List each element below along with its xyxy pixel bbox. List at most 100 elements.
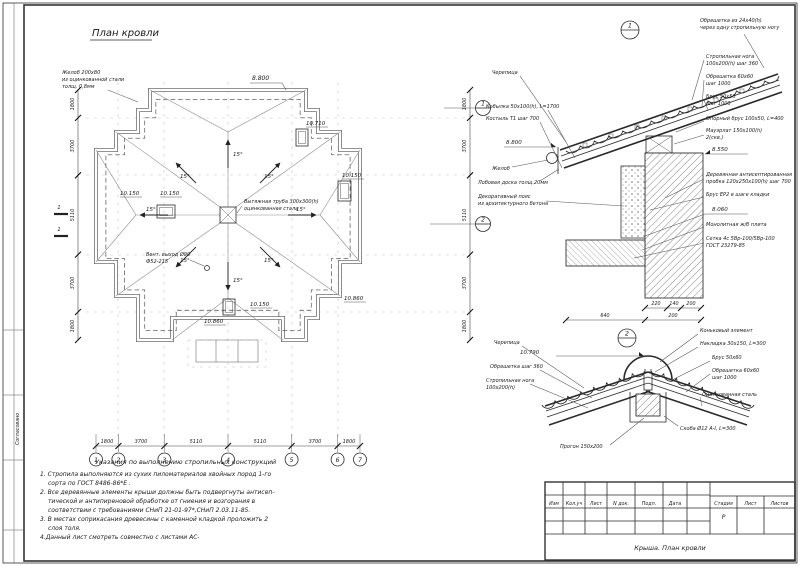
detail-number: 1 <box>628 22 632 30</box>
annotation: Брус ЕР2 в шаге кладки <box>706 192 770 198</box>
axis-number: 1 <box>94 457 98 464</box>
elevation-label: 10.710 <box>306 121 326 127</box>
annotation: шаг 1000 <box>712 375 737 381</box>
plan-title: План кровли <box>92 28 160 39</box>
gutter-section <box>546 152 558 164</box>
annotation: из архитектурного бетона <box>478 201 548 207</box>
annotation: Черепица <box>492 70 518 76</box>
ridge-structure <box>541 355 755 426</box>
annotation: шаг 1000 <box>706 81 731 87</box>
stamp-col: Кол.уч <box>566 501 583 507</box>
ridge-elevation: 10.790 <box>520 350 644 357</box>
left-dim-chain: 1800 3700 5110 3700 1800 <box>70 86 82 344</box>
elevation-label: 10.150 <box>342 173 362 179</box>
annotation: Деревянная антисептированная <box>705 172 792 178</box>
section-number: 1 <box>57 205 61 211</box>
stage-value: Р <box>722 514 726 521</box>
dim-text: 1800 <box>70 320 76 333</box>
roof-hatches <box>156 128 352 316</box>
dim-text: 1800 <box>462 98 468 111</box>
note-line: соответствии с требованиями СНиП 21-01-9… <box>48 507 250 514</box>
roof-plan: План кровли <box>54 28 491 467</box>
dim-text: 3700 <box>70 140 76 153</box>
slope-arrows: 15° 15° 15° 15° 15° 15° 15° 15° <box>139 139 317 291</box>
annotation: Мауэрлат 150х100(h) <box>706 128 762 134</box>
roof-outline <box>94 88 362 342</box>
stage-label: Стадия <box>714 501 733 507</box>
bottom-dim-chain: 1800 3700 5110 5110 3700 1800 1 2 3 4 5 … <box>89 434 367 467</box>
annotation: Лобовая доска толщ.20мм <box>477 180 548 186</box>
dim-text: 220 <box>651 301 660 307</box>
dim-text: 5110 <box>190 439 203 445</box>
dim-text: 5110 <box>254 439 267 445</box>
note-line: 4.Данный лист смотреть совместно с листа… <box>40 534 200 541</box>
gutter-note: Желоб 200х80 из оцинкованной стали толщ.… <box>61 70 139 103</box>
vent-note-line: Вент. выход Ø90 <box>146 251 190 258</box>
detail-ridge: 2 10.790 Черепица Обрешетка шаг 360 Стро… <box>486 328 766 450</box>
axis-number: 5 <box>290 457 294 464</box>
annotation: Сетка 4с 5Вр-100/5Вр-100 <box>706 236 775 242</box>
section-number: 1 <box>57 227 61 233</box>
note-line: 3. В местах соприкасания древесины с кам… <box>40 516 268 523</box>
annotation: Черепица <box>494 340 520 346</box>
ridge-label-bottom: Прогон 150х200 <box>560 417 645 450</box>
shaft-note: Вытяжная труба 300х300(h) оцинкованная с… <box>236 199 319 214</box>
section-marks: 1 1 <box>54 205 68 238</box>
ridge-purlin <box>635 393 661 417</box>
slope-label: 15° <box>264 258 274 264</box>
annotation: Скоба Ø12 А-I, L=300 <box>680 425 736 432</box>
dim-text: 5110 <box>70 209 76 222</box>
axis-number: 2 <box>116 457 120 464</box>
elevation-label: 10.790 <box>520 350 540 356</box>
detail-number-bubble: 1 <box>620 20 640 40</box>
doc-title: Крыша. План кровли <box>634 544 706 552</box>
dim-text: 1800 <box>101 439 114 445</box>
dim-text: 200 <box>686 301 695 307</box>
dim-text: 1800 <box>462 320 468 333</box>
vent-note: Вент. выход Ø90 Ф52-215 <box>146 251 210 271</box>
note-line: сорта по ГОСТ 8486-86*Е . <box>48 480 131 487</box>
gutter-note-line: из оцинкованной стали <box>62 77 125 83</box>
dim-text: 140 <box>669 301 678 307</box>
elevation-label: 10.860 <box>344 296 364 302</box>
sheet-label: Лист <box>743 501 756 507</box>
sheets-label: Листов <box>770 501 789 507</box>
annotation: Стропильная нога <box>486 378 534 384</box>
axis-number: 4 <box>226 457 230 464</box>
note-line: 1. Стропила выполняются из сухих пиломат… <box>40 471 271 478</box>
right-dim-chain: 1800 3700 5110 3700 1800 <box>462 86 474 344</box>
slope-label: 15° <box>180 174 190 180</box>
annotation: Обрешетка 60х60 <box>712 368 759 374</box>
slope-label: 15° <box>296 207 306 213</box>
annotation: Декоративный пояс <box>477 194 531 200</box>
slope-label: 15° <box>233 278 243 284</box>
note-line: 2. Все деревянные элементы крыши должны … <box>40 489 275 496</box>
stamp-col: Дата <box>668 501 681 507</box>
gutter-note-line: толщ. 0,8мм <box>62 84 95 90</box>
annotation: Опорный брус 100х50, L=400 <box>706 116 784 122</box>
slope-label: 15° <box>233 152 243 158</box>
porch <box>187 339 267 368</box>
note-line: слоя толя. <box>48 525 81 532</box>
elevation-label: 10.860 <box>204 319 224 325</box>
stamp-col: Подп. <box>642 501 657 507</box>
eave-roof-package <box>546 73 783 174</box>
notes-heading: Указания по выполнению стропильных конст… <box>95 458 276 466</box>
dim-text: 1800 <box>70 98 76 111</box>
annotation: Коньковый элемент <box>700 328 754 334</box>
detail-number-bubble: 2 <box>617 328 637 348</box>
frame-side-label: Согласовано <box>15 413 21 445</box>
dim-text: 3700 <box>70 277 76 290</box>
notes-block: Указания по выполнению стропильных конст… <box>40 458 276 541</box>
annotation: пробка 120х250х100(h) шаг 700 <box>706 179 791 185</box>
ridge-labels-right: Коньковый элемент Накладка 30х150, L=300… <box>654 328 766 432</box>
ridge-cap <box>623 355 673 381</box>
axis-number: 6 <box>336 457 340 464</box>
elevation-label: 10.150 <box>160 191 180 197</box>
callout-number: 1 <box>481 101 485 108</box>
vent-note-line: Ф52-215 <box>146 259 168 265</box>
slope-label: 15° <box>180 258 190 264</box>
decorative-band <box>620 165 646 239</box>
